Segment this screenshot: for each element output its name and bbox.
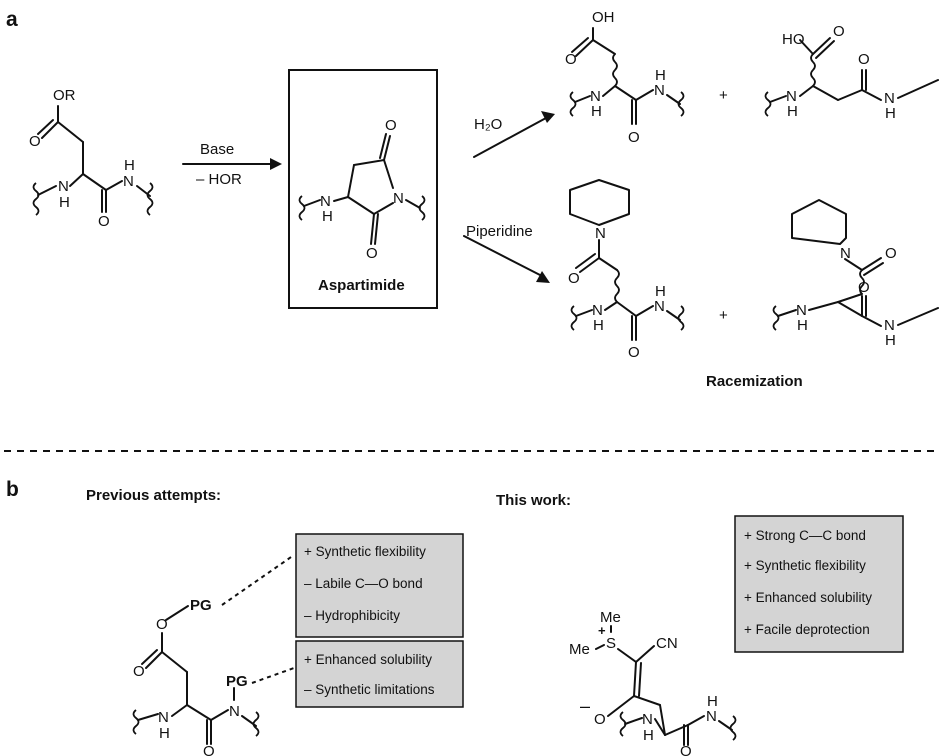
this-box-line2: + Synthetic flexibility bbox=[744, 558, 866, 573]
svg-text:CN: CN bbox=[656, 635, 678, 652]
svg-text:H: H bbox=[591, 103, 602, 120]
prev-box2-line2: – Synthetic limitations bbox=[304, 682, 435, 697]
svg-text:N: N bbox=[320, 193, 331, 210]
svg-text:N: N bbox=[884, 90, 895, 107]
svg-text:O: O bbox=[98, 213, 110, 230]
svg-text:N: N bbox=[229, 703, 240, 720]
piperidine-arrow: Piperidine bbox=[463, 223, 550, 283]
prev-box2-line1: + Enhanced solubility bbox=[304, 652, 432, 667]
svg-text:H: H bbox=[797, 317, 808, 334]
svg-text:H: H bbox=[655, 283, 666, 300]
svg-text:N: N bbox=[786, 88, 797, 105]
plus-sign-2: + bbox=[719, 307, 728, 324]
aspartimide-box: N H O N O Aspartimide bbox=[288, 69, 438, 309]
svg-text:H: H bbox=[885, 105, 896, 122]
svg-text:H: H bbox=[707, 693, 718, 710]
svg-text:Me: Me bbox=[569, 641, 590, 658]
previous-box-backbone: + Enhanced solubility – Synthetic limita… bbox=[295, 640, 464, 708]
svg-text:+: + bbox=[598, 623, 606, 638]
svg-text:N: N bbox=[642, 711, 653, 728]
base-arrow: Base – HOR bbox=[182, 141, 282, 188]
svg-text:N: N bbox=[595, 225, 606, 242]
svg-text:N: N bbox=[796, 302, 807, 319]
piperidine-label: Piperidine bbox=[466, 223, 533, 240]
svg-text:N: N bbox=[123, 173, 134, 190]
aspartimide-label: Aspartimide bbox=[318, 277, 405, 294]
svg-text:O: O bbox=[628, 344, 640, 361]
svg-text:O: O bbox=[203, 743, 215, 756]
svg-text:H: H bbox=[322, 208, 333, 225]
svg-text:O: O bbox=[858, 51, 870, 68]
arrow-label-base: Base bbox=[200, 141, 234, 158]
svg-text:O: O bbox=[858, 279, 870, 296]
previous-attempts-title: Previous attempts: bbox=[86, 487, 221, 504]
svg-text:H: H bbox=[885, 332, 896, 349]
svg-text:N: N bbox=[884, 317, 895, 334]
svg-text:OR: OR bbox=[53, 87, 76, 104]
prev-box1-line3: – Hydrophibicity bbox=[304, 608, 400, 623]
svg-text:H: H bbox=[124, 157, 135, 174]
plus-sign-1: + bbox=[719, 87, 728, 104]
arrow-label-hor: – HOR bbox=[196, 171, 242, 188]
water-label: H₂O bbox=[474, 116, 502, 133]
svg-text:O: O bbox=[156, 616, 168, 633]
svg-text:N: N bbox=[58, 178, 69, 195]
svg-text:O: O bbox=[568, 270, 580, 287]
svg-text:N: N bbox=[654, 298, 665, 315]
alpha-aspartyl-product: N H OH O O N H bbox=[565, 9, 685, 146]
svg-text:N: N bbox=[393, 190, 404, 207]
this-work-box: + Strong C—C bond + Synthetic flexibilit… bbox=[734, 515, 904, 653]
pg-label-ester: PG bbox=[190, 597, 212, 614]
svg-text:N: N bbox=[592, 302, 603, 319]
beta-piperidide-product: N O N H O N H bbox=[772, 199, 939, 349]
svg-text:H: H bbox=[59, 194, 70, 211]
svg-text:S: S bbox=[606, 635, 616, 652]
protected-aspartate-structure: N H O O PG O N PG bbox=[132, 554, 295, 756]
svg-text:O: O bbox=[594, 711, 606, 728]
svg-text:N: N bbox=[654, 82, 665, 99]
aspartate-ester-structure: N H O OR O N H bbox=[29, 87, 154, 230]
svg-text:O: O bbox=[366, 245, 378, 262]
svg-text:O: O bbox=[565, 51, 577, 68]
racemization-label: Racemization bbox=[706, 373, 803, 390]
this-box-line4: + Facile deprotection bbox=[744, 622, 870, 637]
svg-text:HO: HO bbox=[782, 31, 805, 48]
svg-text:H: H bbox=[593, 317, 604, 334]
cyanosulfurylide-structure: Me Me S + CN O – N H O N H bbox=[569, 609, 737, 756]
svg-text:O: O bbox=[133, 663, 145, 680]
previous-box-ester: + Synthetic flexibility – Labile C—O bon… bbox=[295, 533, 464, 638]
this-box-line3: + Enhanced solubility bbox=[744, 590, 872, 605]
svg-text:N: N bbox=[840, 245, 851, 262]
svg-text:O: O bbox=[628, 129, 640, 146]
panel-b-label: b bbox=[6, 478, 19, 501]
hydrolysis-arrow: H₂O bbox=[473, 111, 555, 158]
beta-aspartyl-product: N H HO O O N H bbox=[764, 23, 939, 122]
svg-text:O: O bbox=[833, 23, 845, 40]
svg-text:O: O bbox=[385, 117, 397, 134]
prev-box1-line2: – Labile C—O bond bbox=[304, 576, 423, 591]
svg-text:H: H bbox=[787, 103, 798, 120]
svg-text:H: H bbox=[655, 67, 666, 84]
svg-text:H: H bbox=[643, 727, 654, 744]
svg-text:N: N bbox=[706, 708, 717, 725]
svg-text:H: H bbox=[159, 725, 170, 742]
this-box-line1: + Strong C—C bond bbox=[744, 528, 866, 543]
svg-text:–: – bbox=[580, 696, 590, 716]
svg-text:Me: Me bbox=[600, 609, 621, 626]
svg-text:N: N bbox=[590, 88, 601, 105]
alpha-piperidide-product: N O N H O N H bbox=[568, 179, 685, 361]
svg-text:O: O bbox=[885, 245, 897, 262]
svg-text:OH: OH bbox=[592, 9, 615, 26]
svg-text:O: O bbox=[680, 743, 692, 756]
prev-box1-line1: + Synthetic flexibility bbox=[304, 544, 426, 559]
panel-a-label: a bbox=[6, 8, 18, 31]
svg-text:O: O bbox=[29, 133, 41, 150]
svg-text:N: N bbox=[158, 709, 169, 726]
this-work-title: This work: bbox=[496, 492, 571, 509]
pg-label-amide: PG bbox=[226, 673, 248, 690]
